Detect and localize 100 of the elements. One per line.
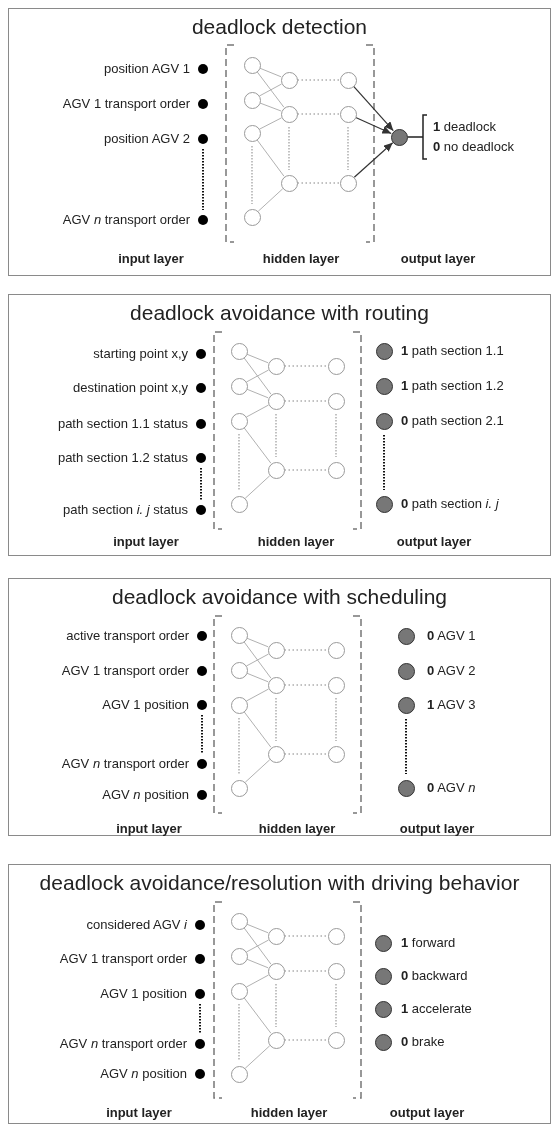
hidden-neuron xyxy=(230,1065,248,1083)
layer-label: input layer xyxy=(118,251,184,267)
input-label: AGV 1 transport order xyxy=(59,950,187,968)
hidden-neuron xyxy=(267,962,285,980)
connection-line xyxy=(259,67,282,78)
input-node xyxy=(198,64,208,74)
layer-label: hidden layer xyxy=(258,821,336,837)
input-label: destination point x,y xyxy=(73,379,188,397)
connection-line xyxy=(246,939,269,953)
input-label: position AGV 1 xyxy=(104,60,190,78)
hidden-neuron xyxy=(280,105,298,123)
output-node xyxy=(397,696,415,714)
output-label: 0 path section i. j xyxy=(401,495,499,513)
hidden-neuron xyxy=(327,962,345,980)
layer-label: hidden layer xyxy=(257,534,335,550)
output-label: 1 path section 1.1 xyxy=(401,342,504,360)
hidden-neuron xyxy=(267,1031,285,1049)
hidden-neuron xyxy=(243,208,261,226)
input-node xyxy=(195,920,205,930)
hidden-neuron xyxy=(230,947,248,965)
connection-line xyxy=(246,388,269,399)
connection-line xyxy=(246,653,269,667)
connection-line xyxy=(259,83,282,97)
hidden-neuron xyxy=(327,676,345,694)
hidden-neuron xyxy=(230,495,248,513)
input-node xyxy=(198,215,208,225)
output-node xyxy=(374,1000,392,1018)
panel-title: deadlock detection xyxy=(191,14,368,40)
hidden-neuron xyxy=(327,392,345,410)
input-label: AGV 1 position xyxy=(100,985,187,1003)
hidden-neuron xyxy=(327,461,345,479)
hidden-neuron xyxy=(230,696,248,714)
hidden-neuron xyxy=(339,174,357,192)
layer-label: output layer xyxy=(399,821,475,837)
input-node xyxy=(197,700,207,710)
output-node xyxy=(375,495,393,513)
hidden-neuron xyxy=(327,641,345,659)
connection-line xyxy=(246,637,269,648)
layer-label: hidden layer xyxy=(262,251,340,267)
output-label: 0 backward xyxy=(401,967,468,985)
hidden-neuron xyxy=(267,927,285,945)
input-node xyxy=(195,989,205,999)
input-node xyxy=(198,99,208,109)
input-node xyxy=(195,1039,205,1049)
panel-frame xyxy=(8,294,551,556)
input-node xyxy=(196,505,206,515)
output-label: 0 AGV n xyxy=(427,779,476,797)
input-label: AGV n transport order xyxy=(61,755,189,773)
hidden-neuron xyxy=(230,661,248,679)
output-node xyxy=(375,377,393,395)
output-label: 1 path section 1.2 xyxy=(401,377,504,395)
panel-title: deadlock avoidance with routing xyxy=(130,300,429,326)
input-label: AGV n position xyxy=(100,1065,187,1083)
hidden-neuron xyxy=(267,745,285,763)
output-node xyxy=(390,128,408,146)
input-label: considered AGV i xyxy=(86,916,187,934)
hidden-neuron xyxy=(339,71,357,89)
input-label: AGV n position xyxy=(102,786,189,804)
hidden-neuron xyxy=(327,357,345,375)
connection-line xyxy=(246,974,269,988)
input-label: path section 1.1 status xyxy=(57,415,188,433)
input-node xyxy=(196,419,206,429)
panel-frame xyxy=(8,864,551,1124)
hidden-neuron xyxy=(230,982,248,1000)
input-label: AGV 1 transport order xyxy=(62,95,190,113)
input-node xyxy=(196,349,206,359)
input-label: AGV n transport order xyxy=(59,1035,187,1053)
hidden-neuron xyxy=(267,357,285,375)
hidden-neuron xyxy=(230,342,248,360)
input-label: active transport order xyxy=(66,627,189,645)
output-node xyxy=(375,342,393,360)
hidden-neuron xyxy=(230,626,248,644)
hidden-neuron xyxy=(230,412,248,430)
layer-label: hidden layer xyxy=(250,1105,328,1121)
hidden-neuron xyxy=(280,71,298,89)
output-node xyxy=(374,1033,392,1051)
input-label: starting point x,y xyxy=(93,345,188,363)
input-node xyxy=(196,453,206,463)
panel-title: deadlock avoidance/resolution with driving behavior xyxy=(39,870,520,896)
arrow xyxy=(353,85,394,132)
output-node xyxy=(375,412,393,430)
input-label: path section i. j status xyxy=(63,501,188,519)
layer-label: output layer xyxy=(389,1105,465,1121)
input-label: AGV 1 position xyxy=(102,696,189,714)
hidden-neuron xyxy=(327,927,345,945)
output-label: 1 deadlock xyxy=(433,118,496,136)
output-label: 0 no deadlock xyxy=(433,138,514,156)
input-node xyxy=(197,759,207,769)
hidden-neuron xyxy=(230,779,248,797)
layer-label: output layer xyxy=(396,534,472,550)
connection-line xyxy=(246,404,269,418)
output-label: 0 AGV 1 xyxy=(427,627,476,645)
connection-line xyxy=(246,672,269,683)
connection-line xyxy=(246,923,269,934)
connection-line xyxy=(246,353,269,364)
hidden-neuron xyxy=(339,105,357,123)
layer-label: input layer xyxy=(116,821,182,837)
hidden-neuron xyxy=(267,676,285,694)
output-label: 1 accelerate xyxy=(401,1000,472,1018)
hidden-neuron xyxy=(230,377,248,395)
